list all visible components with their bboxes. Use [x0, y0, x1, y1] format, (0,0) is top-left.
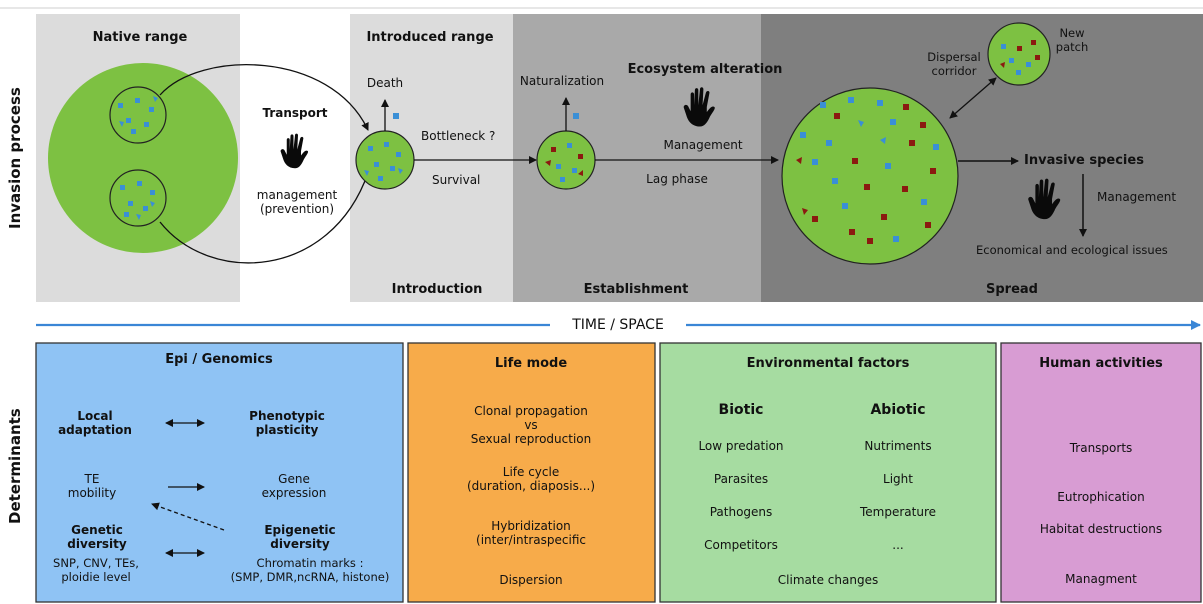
management-right-label: Management — [1097, 190, 1177, 204]
established-population — [536, 130, 596, 190]
genetic-diversity-label: Genetic diversity — [67, 523, 127, 551]
gene-expression-label: Gene expression — [261, 472, 327, 500]
invasion-process-label: Invasion process — [6, 87, 24, 229]
abiotic-title: Abiotic — [870, 402, 926, 418]
human-item: Habitat destructions — [1039, 522, 1163, 536]
abiotic-item: Light — [883, 472, 913, 486]
human-activities-box — [1000, 342, 1202, 603]
biotic-item: Low predation — [698, 439, 784, 453]
life-mode-box — [407, 342, 656, 603]
climate-changes-label: Climate changes — [777, 573, 879, 587]
life-mode-title: Life mode — [494, 356, 568, 371]
naturalization-label: Naturalization — [519, 74, 605, 88]
time-space-label: TIME / SPACE — [572, 317, 664, 333]
ecosystem-alteration-label: Ecosystem alteration — [627, 62, 783, 77]
human-activities-title: Human activities — [1039, 356, 1163, 371]
survival-label: Survival — [432, 173, 481, 187]
genetic-detail-label: SNP, CNV, TEs, ploidie level — [53, 556, 139, 584]
spread-population — [781, 87, 959, 265]
new-patch-label: New patch — [1055, 26, 1089, 54]
transport-management-label: management (prevention) — [256, 188, 338, 216]
native-range-circle — [48, 63, 238, 253]
invasive-species-label: Invasive species — [1024, 153, 1144, 168]
biotic-item: Competitors — [704, 538, 778, 552]
stage-establishment: Establishment — [583, 282, 689, 297]
native-population-upper — [109, 86, 167, 144]
management-label: Management — [663, 138, 743, 152]
dispersal-corridor-label: Dispersal corridor — [927, 50, 981, 78]
human-item: Managment — [1065, 572, 1137, 586]
te-mobility-label: TE mobility — [67, 472, 117, 500]
abiotic-item: Temperature — [859, 505, 937, 519]
epigenetic-diversity-label: Epigenetic diversity — [264, 523, 336, 551]
issues-label: Economical and ecological issues — [976, 243, 1168, 257]
hand-icon-transport — [280, 133, 309, 169]
abiotic-item: Nutriments — [864, 439, 932, 453]
death-label: Death — [366, 76, 404, 90]
phenotypic-plasticity-label: Phenotypic plasticity — [249, 409, 325, 437]
lag-phase-label: Lag phase — [646, 172, 708, 186]
life-item: Life cycle (duration, diaposis...) — [466, 465, 596, 493]
biotic-title: Biotic — [718, 402, 764, 418]
native-markers — [118, 96, 158, 220]
abiotic-item: ... — [892, 538, 904, 552]
biotic-item: Parasites — [713, 472, 769, 486]
environmental-factors-box — [659, 342, 997, 603]
human-item: Eutrophication — [1057, 490, 1145, 504]
introduced-population — [355, 130, 415, 190]
human-item: Transports — [1069, 441, 1133, 455]
introduced-range-title: Introduced range — [366, 30, 494, 45]
life-item: Dispersion — [499, 573, 563, 587]
transport-label: Transport — [262, 106, 328, 120]
new-patch-circle — [987, 22, 1051, 86]
bottleneck-label: Bottleneck ? — [421, 129, 496, 143]
local-adaptation-label: Local adaptation — [58, 409, 132, 437]
native-range-title: Native range — [92, 30, 188, 45]
stage-introduction: Introduction — [391, 282, 483, 297]
determinants-label: Determinants — [6, 408, 24, 524]
epi-genomics-title: Epi / Genomics — [165, 352, 273, 367]
life-item: Hybridization (inter/intraspecific — [476, 519, 586, 547]
environmental-factors-title: Environmental factors — [746, 356, 910, 371]
biotic-item: Pathogens — [709, 505, 773, 519]
stage-spread: Spread — [986, 282, 1038, 297]
life-item: Clonal propagation vs Sexual reproductio… — [470, 404, 592, 446]
epi-genomics-box — [35, 342, 404, 603]
epigenetic-detail-label: Chromatin marks : (SMP, DMR,ncRNA, histo… — [230, 556, 390, 584]
